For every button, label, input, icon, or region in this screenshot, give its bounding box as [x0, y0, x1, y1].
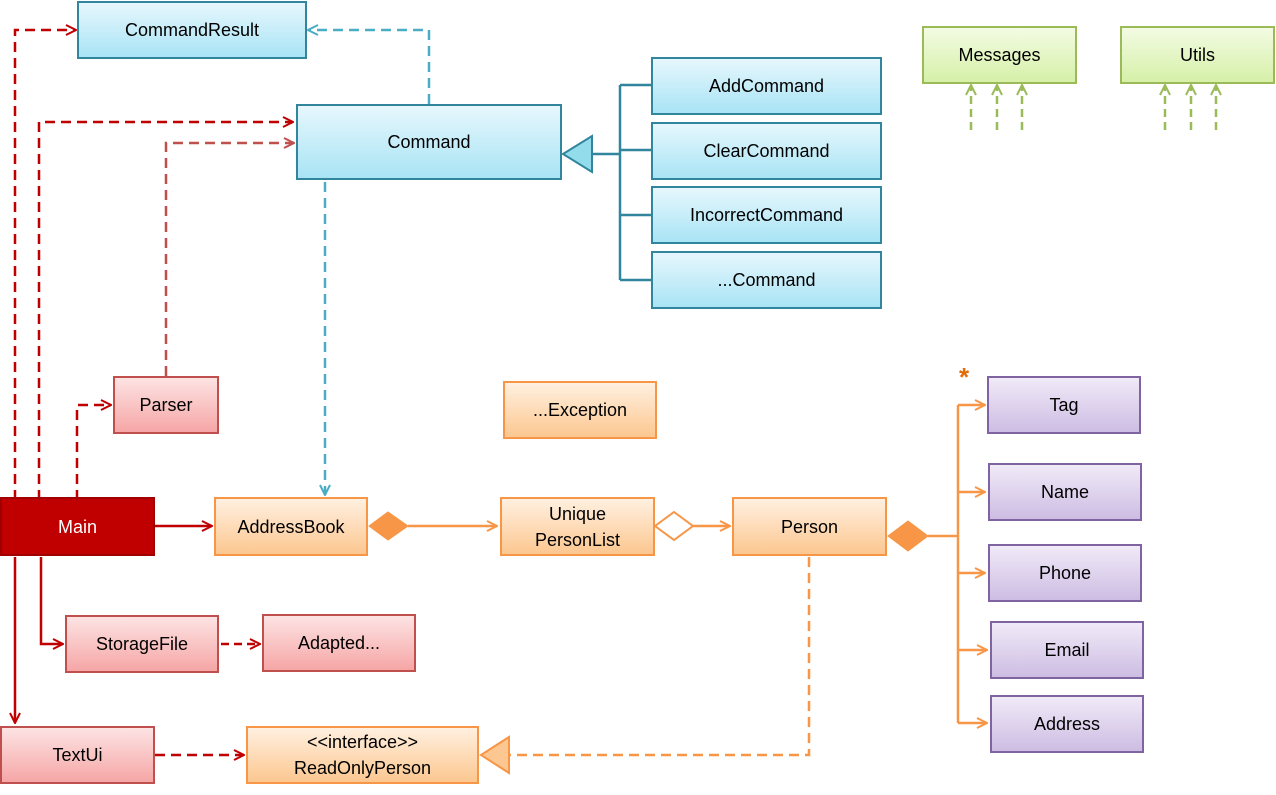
- class-address-book: AddressBook: [214, 497, 368, 556]
- class-tag: Tag: [987, 376, 1141, 434]
- class-command-result: CommandResult: [77, 1, 307, 59]
- command-inheritance: [592, 83, 651, 282]
- class-main: Main: [0, 497, 155, 556]
- class-text-ui: TextUi: [0, 726, 155, 784]
- class-phone: Phone: [988, 544, 1142, 602]
- commons-dependency-arrows: [971, 85, 1216, 130]
- class-name: Name: [988, 463, 1142, 521]
- class-incorrect-command: IncorrectCommand: [651, 186, 882, 244]
- realization-triangle: [479, 735, 510, 775]
- class-parser: Parser: [113, 376, 219, 434]
- class-utils: Utils: [1120, 26, 1275, 84]
- main-command-dependency: [37, 122, 293, 500]
- unique-person-list-line2: PersonList: [534, 529, 621, 550]
- main-commandresult-dependency: [13, 30, 76, 500]
- class-exception: ...Exception: [503, 381, 657, 439]
- class-clear-command: ClearCommand: [651, 122, 882, 180]
- read-only-person-stereotype: <<interface>>: [306, 732, 419, 752]
- composition-diamond: [368, 511, 409, 541]
- read-only-person-name: ReadOnlyPerson: [293, 758, 432, 778]
- tag-multiplicity: *: [959, 362, 970, 392]
- parser-command-dependency: [164, 143, 294, 376]
- command-commandresult-dependency: [308, 30, 431, 104]
- class-address: Address: [990, 695, 1144, 753]
- class-person: Person: [732, 497, 887, 556]
- class-messages: Messages: [922, 26, 1077, 84]
- aggregation-diamond: [653, 510, 695, 542]
- class-unique-person-list: Unique PersonList: [500, 497, 655, 556]
- class-email: Email: [990, 621, 1144, 679]
- person-readonlyperson-realization: [510, 557, 811, 757]
- main-storagefile-association: [39, 557, 63, 644]
- class-adapted: Adapted...: [262, 614, 416, 672]
- class-command: Command: [296, 104, 562, 180]
- class-storage-file: StorageFile: [65, 615, 219, 673]
- main-parser-dependency: [75, 405, 111, 500]
- person-field-associations: [928, 405, 987, 723]
- person-composition-diamond: [887, 520, 929, 552]
- unique-person-list-line1: Unique: [548, 503, 607, 524]
- class-other-command: ...Command: [651, 251, 882, 309]
- class-add-command: AddCommand: [651, 57, 882, 115]
- class-read-only-person: <<interface>> ReadOnlyPerson: [246, 726, 479, 784]
- command-generalization-triangle: [561, 134, 593, 174]
